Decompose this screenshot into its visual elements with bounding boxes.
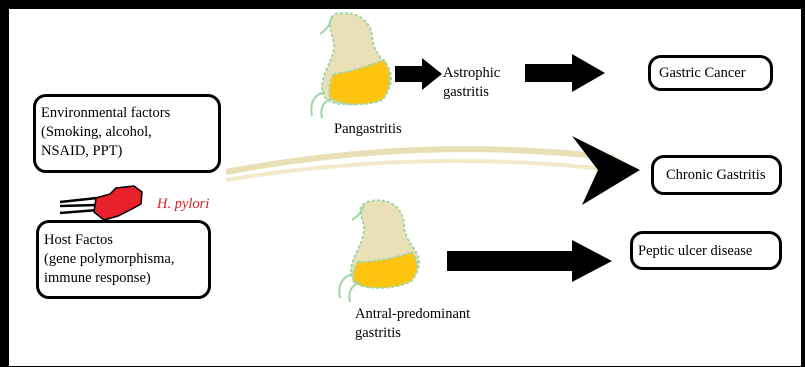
flow-band: [226, 149, 615, 180]
environmental-line: NSAID, PPT): [41, 142, 218, 161]
environmental-line: (Smoking, alcohol,: [41, 123, 218, 142]
chronic-arrowhead-icon: [572, 136, 640, 205]
atrophic-line: gastritis: [443, 83, 500, 102]
pangastritis-label: Pangastritis: [334, 120, 402, 139]
gastric-cancer-box: Gastric Cancer: [648, 55, 773, 91]
gastric-cancer-label: Gastric Cancer: [659, 64, 770, 83]
antral-line: Antral-predominant: [355, 305, 470, 324]
environmental-factors-box: Environmental factors (Smoking, alcohol,…: [33, 94, 221, 173]
stomach-icon: [339, 200, 419, 302]
peptic-ulcer-label: Peptic ulcer disease: [638, 242, 779, 261]
environmental-line: Environmental factors: [41, 104, 218, 123]
right-arrow-icon: [447, 240, 612, 282]
atrophic-line: Astrophic: [443, 64, 500, 83]
stomach-icon: [311, 13, 391, 118]
h-pylori-label: H. pylori: [157, 195, 209, 214]
host-line: Host Factos: [44, 231, 208, 250]
antral-gastritis-label: Antral-predominant gastritis: [355, 305, 470, 343]
atrophic-gastritis-label: Astrophic gastritis: [443, 64, 500, 102]
right-arrow-icon: [525, 54, 605, 92]
right-arrow-icon: [395, 58, 442, 90]
host-factors-box: Host Factos (gene polymorphisma, immune …: [36, 220, 211, 299]
chronic-gastritis-box: Chronic Gastritis: [651, 155, 782, 195]
host-line: immune response): [44, 269, 208, 288]
chronic-gastritis-label: Chronic Gastritis: [666, 166, 779, 185]
antral-line: gastritis: [355, 324, 470, 343]
peptic-ulcer-box: Peptic ulcer disease: [630, 231, 782, 270]
h-pylori-bacterium-icon: [60, 186, 142, 220]
host-line: (gene polymorphisma,: [44, 250, 208, 269]
